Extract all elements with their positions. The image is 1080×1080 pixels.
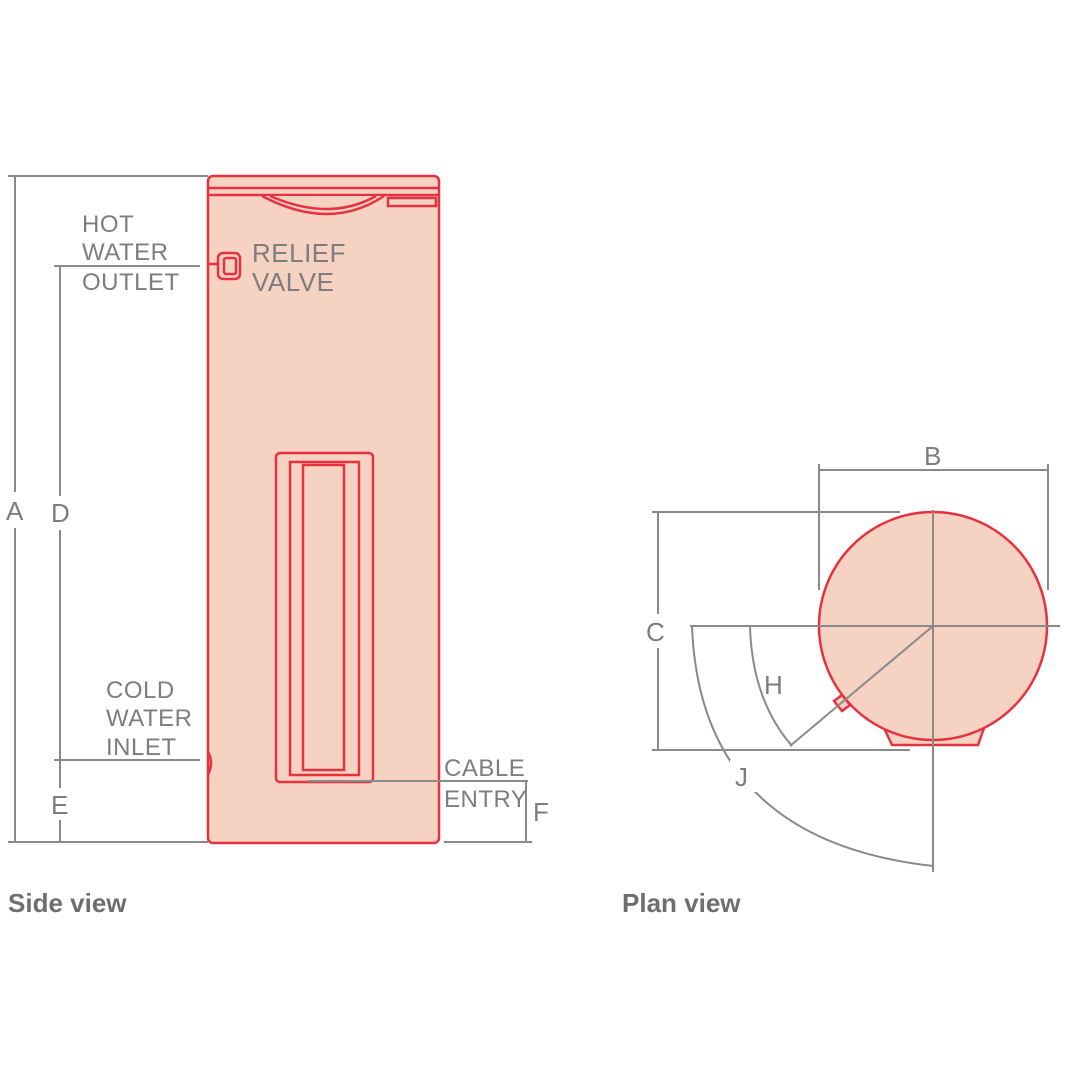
- relief-valve-label-line2: VALVE: [252, 267, 334, 297]
- relief-valve-label-line1: RELIEF: [252, 238, 346, 268]
- dim-d-label-bg: [50, 496, 76, 530]
- dim-a-label-bg: [4, 492, 28, 528]
- cold-inlet-stub: [206, 751, 213, 776]
- cold-water-inlet-label-line2: WATER: [106, 705, 193, 732]
- dim-c-label-bg: [645, 614, 673, 648]
- side-view: A D E F HOT WATER OUTLET RELIEF VALVE CO…: [4, 174, 549, 918]
- dim-f-label: F: [533, 797, 549, 827]
- tank-body: [206, 174, 441, 845]
- cable-entry-label-line2: ENTRY: [444, 786, 527, 813]
- hot-water-outlet-label-line1: HOT: [82, 211, 134, 238]
- relief-valve-fitting: [208, 251, 242, 281]
- cable-entry-label-line1: CABLE: [444, 755, 525, 782]
- dim-b-label: B: [924, 441, 942, 471]
- cold-water-inlet-label-line1: COLD: [106, 677, 175, 704]
- access-panel-mid: [288, 460, 361, 777]
- tank-badge-inner: [269, 194, 377, 211]
- dim-c-label: C: [646, 617, 665, 647]
- dim-h-arc: [749, 625, 793, 747]
- dim-j-label: J: [735, 762, 749, 792]
- hot-water-outlet-label-line3: OUTLET: [82, 269, 180, 296]
- hot-water-outlet-label-line2: WATER: [82, 239, 169, 266]
- cold-water-inlet-label-line3: INLET: [106, 734, 177, 761]
- dim-j-label-bg: [730, 760, 758, 792]
- tank-top-slot: [386, 196, 438, 208]
- dim-j-arc: [691, 625, 934, 867]
- dim-a-label: A: [6, 496, 24, 526]
- plan-view-caption: Plan view: [622, 888, 741, 918]
- plan-radial-line: [789, 625, 934, 747]
- dim-h-label: H: [764, 670, 783, 700]
- access-panel-inner: [301, 463, 346, 772]
- dim-e-label: E: [51, 790, 69, 820]
- dim-e-label-bg: [50, 788, 76, 820]
- plan-view: B C H J Plan view: [622, 441, 1060, 918]
- tank-badge: [261, 194, 385, 216]
- dim-d-label: D: [51, 498, 70, 528]
- side-view-caption: Side view: [8, 888, 127, 918]
